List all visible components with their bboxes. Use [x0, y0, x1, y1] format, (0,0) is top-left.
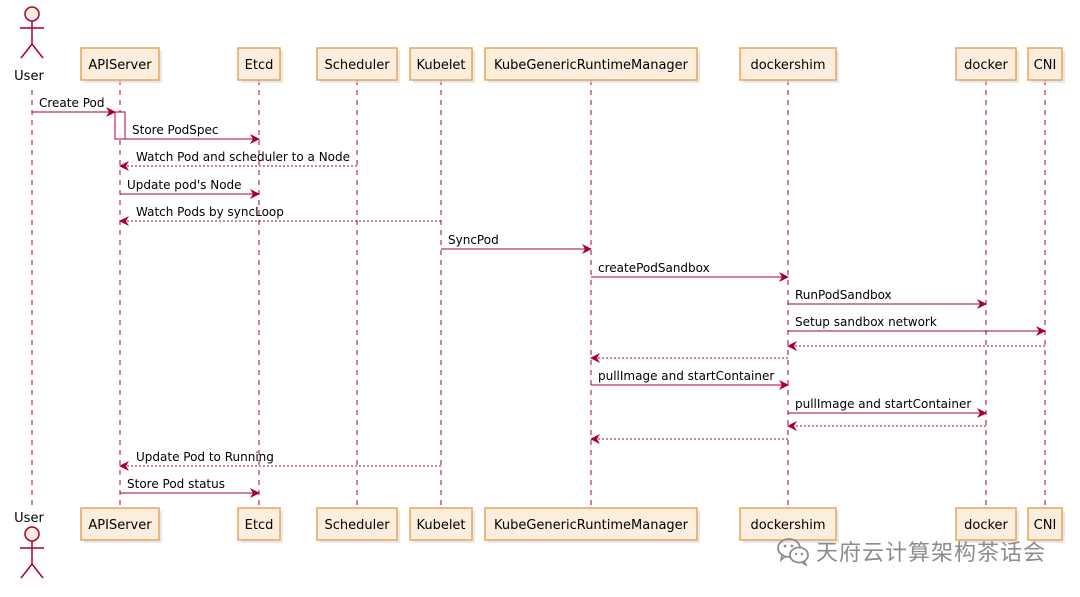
participant-label: Etcd	[245, 58, 274, 73]
actor-user-top: User	[14, 6, 44, 84]
message-label: Store Pod status	[127, 477, 225, 491]
message-7: createPodSandbox	[591, 261, 789, 282]
participant-box	[409, 47, 473, 81]
participant-box	[484, 47, 698, 81]
participant-etcd-bottom: Etcd	[237, 507, 283, 543]
participant-label: APIServer	[88, 518, 152, 533]
participant-cni-top: CNI	[1027, 47, 1065, 83]
participant-label: Scheduler	[324, 518, 390, 533]
participant-box	[739, 507, 837, 541]
actor-body	[20, 21, 44, 59]
message-label: Update pod's Node	[127, 178, 242, 192]
participant-box	[739, 47, 837, 81]
participant-kubelet-bottom: Kubelet	[409, 507, 475, 543]
participant-label: Scheduler	[324, 58, 390, 73]
actor-head	[24, 526, 40, 542]
message-label: Watch Pods by syncLoop	[136, 205, 284, 219]
message-label: SyncPod	[448, 233, 499, 247]
participant-apiserver-top: APIServer	[80, 47, 162, 83]
participant-box	[409, 507, 473, 541]
participant-box	[316, 507, 398, 541]
actor-head	[24, 6, 40, 22]
message-12: pullImage and startContainer	[591, 369, 789, 390]
message-label: Update Pod to Running	[136, 450, 274, 464]
participant-kgrm-top: KubeGenericRuntimeManager	[484, 47, 700, 83]
message-8: RunPodSandbox	[788, 288, 987, 309]
participant-kubelet-top: Kubelet	[409, 47, 475, 83]
participant-scheduler-bottom: Scheduler	[316, 507, 400, 543]
participant-label: Etcd	[245, 518, 274, 533]
message-17: Store Pod status	[120, 477, 260, 498]
activation-bar	[114, 111, 126, 140]
participant-label: dockershim	[750, 518, 825, 533]
participant-label: CNI	[1034, 518, 1057, 533]
participant-label: Kubelet	[416, 518, 465, 533]
participant-box	[237, 507, 281, 541]
message-label: Watch Pod and scheduler to a Node	[136, 150, 350, 164]
message-3: Watch Pod and scheduler to a Node	[119, 150, 357, 171]
message-9: Setup sandbox network	[788, 315, 1046, 336]
participant-box	[955, 507, 1017, 541]
message-2: Store PodSpec	[125, 123, 260, 144]
message-label: Store PodSpec	[132, 123, 219, 137]
participant-label: APIServer	[88, 58, 152, 73]
participant-box	[80, 47, 160, 81]
participant-dockershim-bottom: dockershim	[739, 507, 839, 543]
message-label: Create Pod	[39, 96, 104, 110]
actor-body	[20, 541, 44, 579]
message-label: RunPodSandbox	[795, 288, 892, 302]
participant-box	[316, 47, 398, 81]
message-label: Setup sandbox network	[795, 315, 937, 329]
participant-dockershim-top: dockershim	[739, 47, 839, 83]
participant-docker-bottom: docker	[955, 507, 1019, 543]
watermark: 天府云计算架构茶话会	[776, 536, 1046, 566]
actor-label: User	[14, 511, 44, 526]
wechat-icon	[777, 538, 809, 566]
participant-docker-top: docker	[955, 47, 1019, 83]
message-13: pullImage and startContainer	[788, 397, 987, 418]
participant-cni-bottom: CNI	[1027, 507, 1065, 543]
watermark-text: 天府云计算架构茶话会	[815, 541, 1046, 566]
participant-etcd-top: Etcd	[237, 47, 283, 83]
actor-user-bottom: User	[14, 511, 44, 579]
message-4: Update pod's Node	[120, 178, 260, 199]
message-1: Create Pod	[32, 96, 116, 117]
message-label: pullImage and startContainer	[598, 369, 774, 383]
participant-label: docker	[964, 58, 1008, 73]
message-16: Update Pod to Running	[119, 450, 441, 471]
participant-apiserver-bottom: APIServer	[80, 507, 162, 543]
message-label: createPodSandbox	[598, 261, 710, 275]
participant-label: KubeGenericRuntimeManager	[494, 58, 689, 73]
participant-label: KubeGenericRuntimeManager	[494, 518, 689, 533]
participant-label: docker	[964, 518, 1008, 533]
participant-box	[237, 47, 281, 81]
message-5: Watch Pods by syncLoop	[119, 205, 441, 226]
participant-label: Kubelet	[416, 58, 465, 73]
participant-scheduler-top: Scheduler	[316, 47, 400, 83]
participant-box	[1027, 507, 1063, 541]
participant-box	[80, 507, 160, 541]
participant-label: dockershim	[750, 58, 825, 73]
message-label: pullImage and startContainer	[795, 397, 971, 411]
participant-label: CNI	[1034, 58, 1057, 73]
participant-box	[1027, 47, 1063, 81]
actor-label: User	[14, 69, 44, 84]
participant-box	[484, 507, 698, 541]
message-6: SyncPod	[441, 233, 592, 254]
participant-box	[955, 47, 1017, 81]
participant-kgrm-bottom: KubeGenericRuntimeManager	[484, 507, 700, 543]
